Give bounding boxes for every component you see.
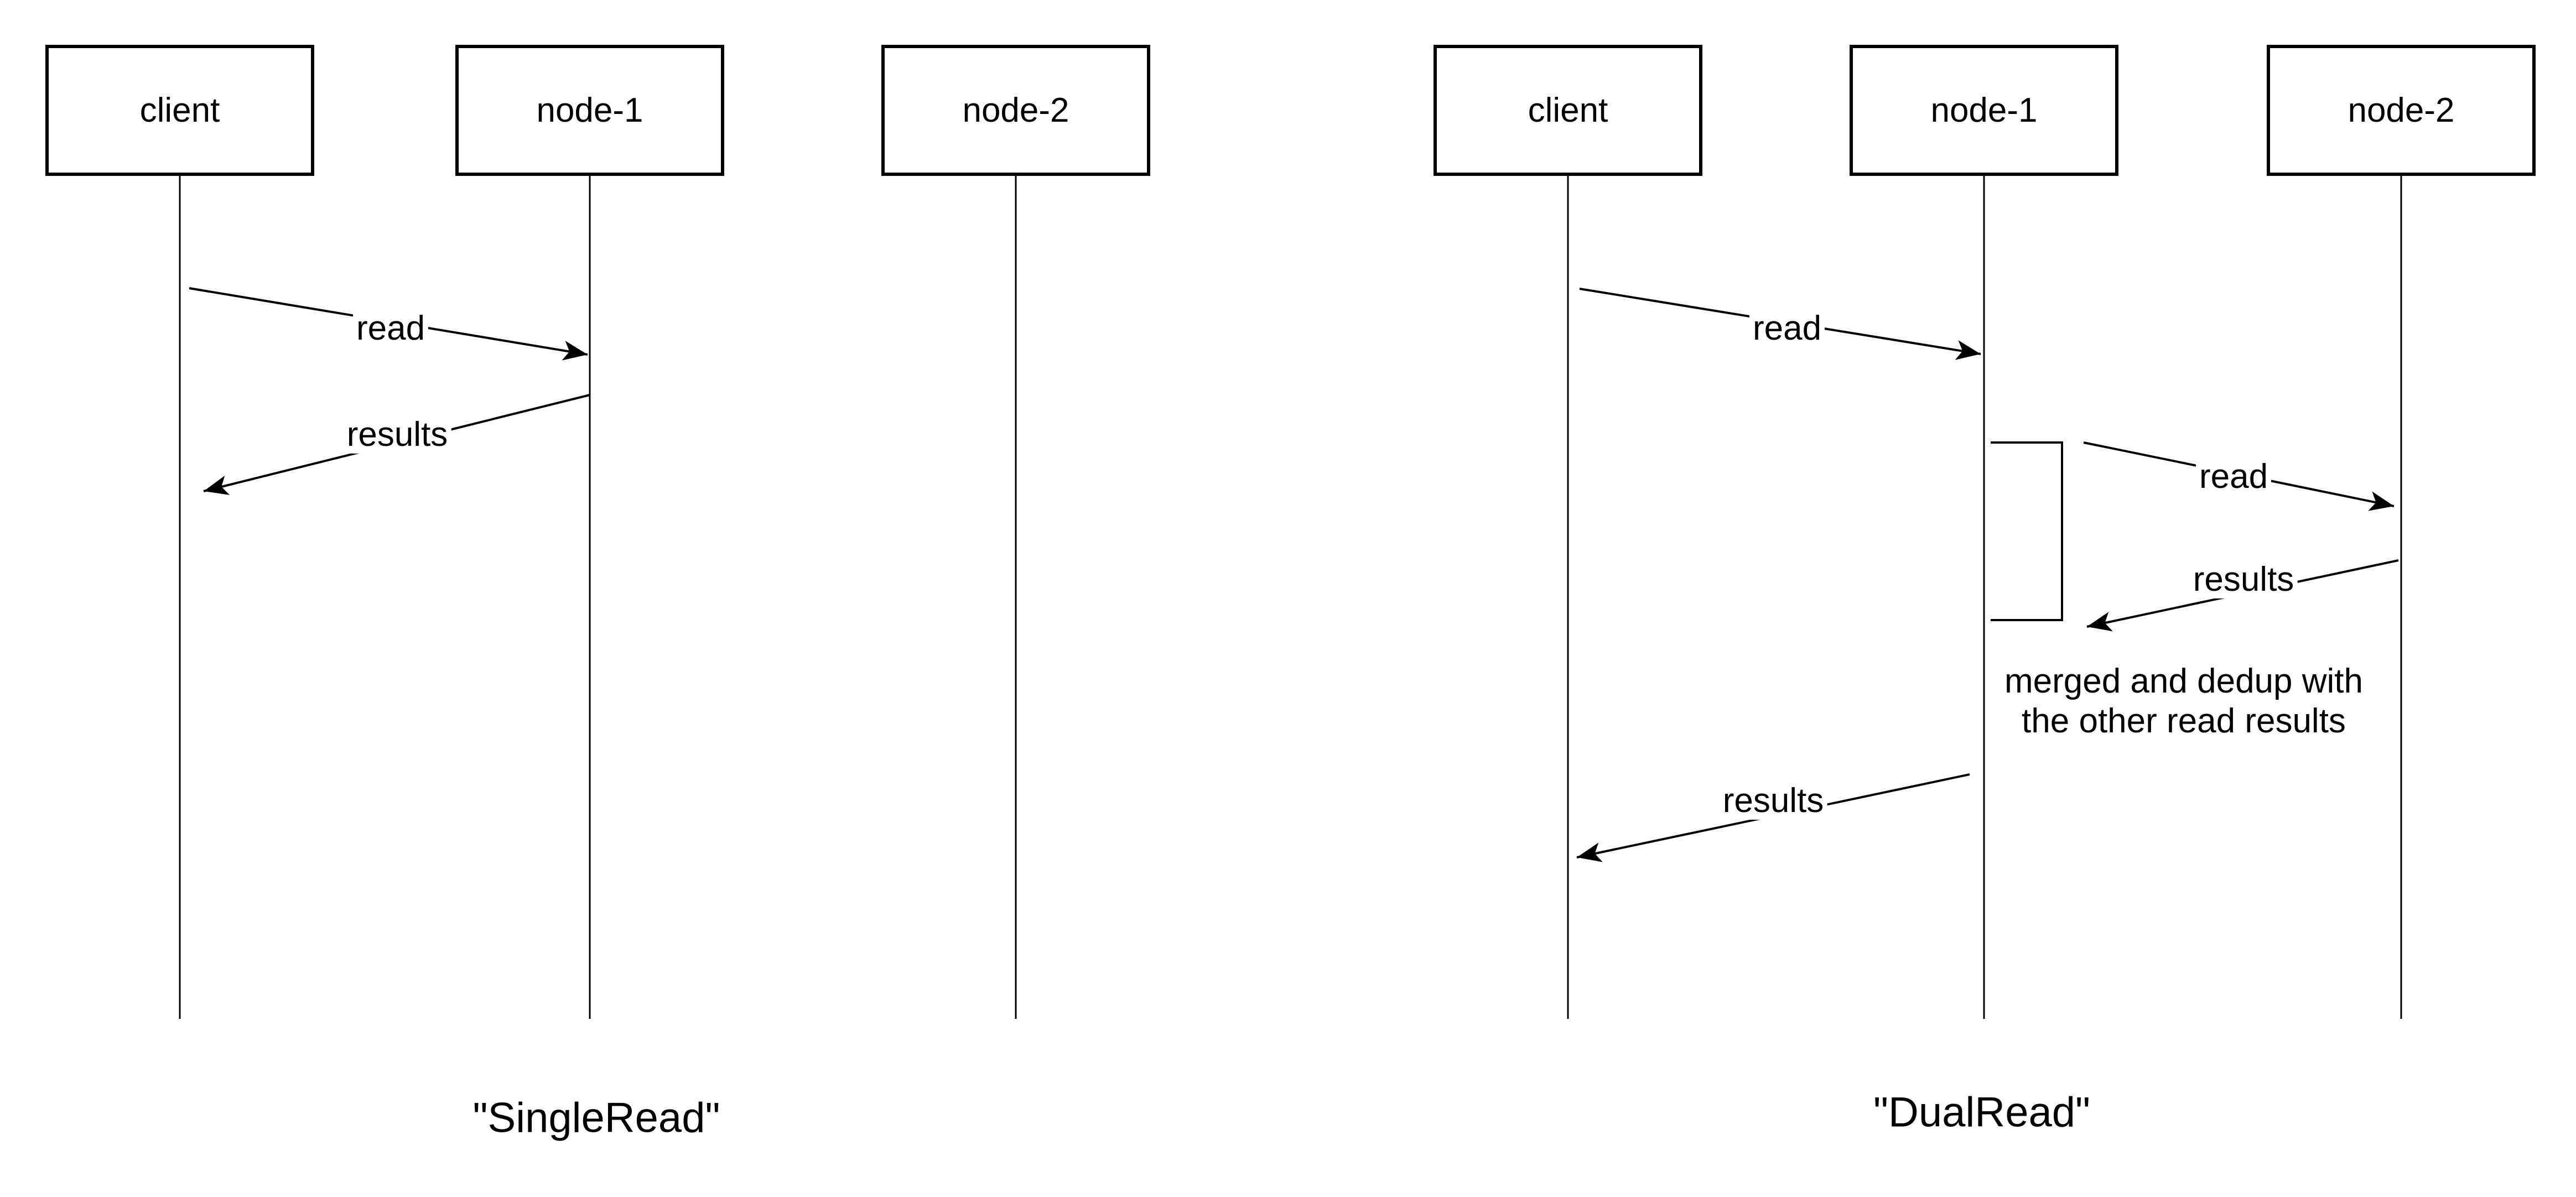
actor-label: client <box>139 91 220 129</box>
caption-dualread: "DualRead" <box>1873 1089 2090 1136</box>
actor-box-dualread-node1: node-1 <box>1850 45 2118 176</box>
message-label-dualread-read-2: read <box>2195 457 2272 496</box>
actor-label: node-1 <box>536 91 643 129</box>
actor-box-dualread-client: client <box>1434 45 1702 176</box>
merge-note-line2: the other read results <box>2022 702 2346 740</box>
merge-note-line1: merged and dedup with <box>2004 662 2364 700</box>
message-label-dualread-results-2: results <box>1719 782 1827 820</box>
actor-label: node-2 <box>962 91 1069 129</box>
message-label-dualread-results-1: results <box>2189 560 2298 599</box>
activation-bracket-node1 <box>1991 441 2063 621</box>
actor-box-singleread-client: client <box>45 45 314 176</box>
actor-label: node-2 <box>2348 91 2455 129</box>
merge-note: merged and dedup with the other read res… <box>2004 662 2363 741</box>
actor-label: client <box>1528 91 1608 129</box>
caption-singleread: "SingleRead" <box>472 1094 720 1142</box>
message-label-singleread-results: results <box>343 415 451 454</box>
message-label-singleread-read: read <box>352 309 429 348</box>
message-label-dualread-read-1: read <box>1749 309 1825 348</box>
actor-label: node-1 <box>1930 91 2038 129</box>
actor-box-singleread-node2: node-2 <box>881 45 1150 176</box>
actor-box-singleread-node1: node-1 <box>455 45 724 176</box>
actor-box-dualread-node2: node-2 <box>2267 45 2536 176</box>
